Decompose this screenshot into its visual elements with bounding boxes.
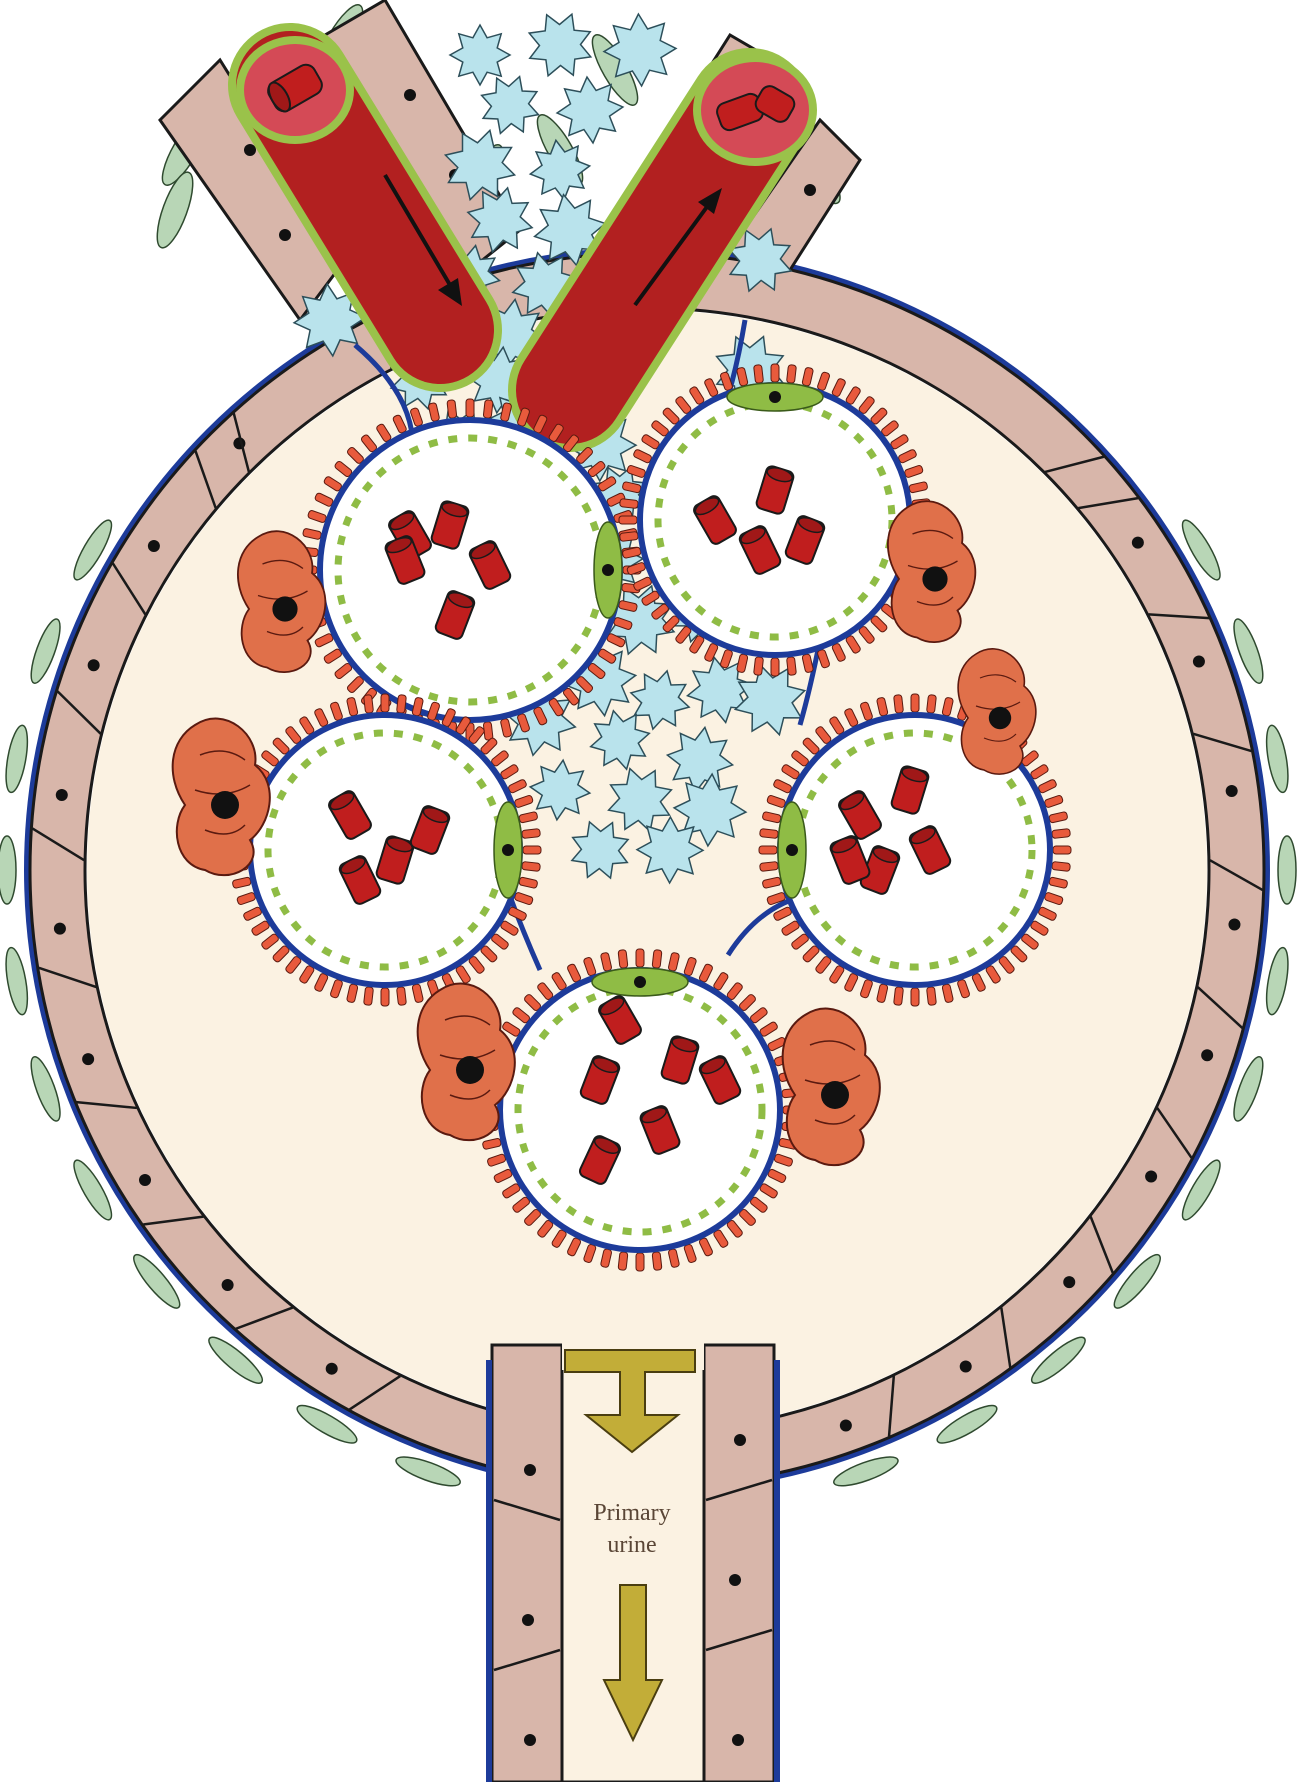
wall-cell-nucleus <box>222 1279 234 1291</box>
parietal-cell <box>1263 946 1293 1016</box>
wall-cell-nucleus <box>1063 1276 1075 1288</box>
endothelial-nucleus <box>786 844 798 856</box>
wall-cell-nucleus <box>960 1361 972 1373</box>
foot-process <box>447 400 457 419</box>
parietal-cell <box>2 724 32 794</box>
wall-cell-nucleus <box>1145 1171 1157 1183</box>
wall-cell-nucleus <box>1226 785 1238 797</box>
foot-process <box>759 846 777 854</box>
primary-urine-label-line1: Primary <box>593 1500 670 1526</box>
foot-process <box>522 861 541 871</box>
foot-process <box>911 988 919 1006</box>
tubule-cell-nucleus <box>524 1464 536 1476</box>
foot-process <box>652 1252 662 1271</box>
foot-process <box>636 1253 644 1271</box>
foot-process <box>483 400 493 419</box>
foot-process <box>619 516 637 524</box>
capillary-wall <box>500 970 780 1250</box>
parietal-cell <box>2 946 32 1016</box>
tubule-cell-nucleus <box>734 1434 746 1446</box>
foot-process <box>396 695 406 714</box>
mesangial-cell <box>637 817 703 883</box>
tubule-cell-nucleus <box>729 1574 741 1586</box>
endothelial-nucleus <box>634 976 646 988</box>
wall-cell-nucleus <box>56 789 68 801</box>
foot-process <box>364 695 374 714</box>
foot-process <box>926 695 936 714</box>
podocyte-nucleus <box>989 707 1011 729</box>
mesangial-cell <box>482 77 539 134</box>
capillary-wall <box>640 385 910 655</box>
foot-process <box>1052 861 1071 871</box>
foot-process <box>381 988 389 1006</box>
podocyte-nucleus <box>211 791 239 819</box>
foot-process <box>754 657 764 676</box>
capillary-loop <box>299 399 641 741</box>
wall-cell-nucleus <box>139 1174 151 1186</box>
foot-process <box>760 861 779 871</box>
tubule-cell-nucleus <box>524 1734 536 1746</box>
tubule-cell-nucleus <box>522 1614 534 1626</box>
foot-process <box>364 987 374 1006</box>
foot-process <box>771 658 779 676</box>
foot-process <box>894 695 904 714</box>
capillary-loop <box>479 949 801 1271</box>
foot-process <box>771 364 779 382</box>
foot-process <box>911 694 919 712</box>
wall-cell-nucleus <box>326 1363 338 1375</box>
foot-process <box>466 399 474 417</box>
foot-process <box>894 987 904 1006</box>
parietal-cell <box>1263 724 1293 794</box>
foot-process <box>620 531 639 541</box>
foot-process <box>1053 846 1071 854</box>
mesangial-cell <box>530 140 589 199</box>
wall-cell-nucleus <box>840 1419 852 1431</box>
podocyte-nucleus <box>821 1081 849 1109</box>
wall-cell-nucleus <box>1201 1049 1213 1061</box>
foot-process <box>381 694 389 712</box>
foot-process <box>926 987 936 1006</box>
primary-urine-label-line2: urine <box>607 1532 656 1558</box>
endothelial-nucleus <box>769 391 781 403</box>
foot-process <box>618 950 628 969</box>
wall-cell-nucleus <box>1132 537 1144 549</box>
foot-process <box>1052 829 1071 839</box>
foot-process <box>760 829 779 839</box>
capillary-loop <box>229 694 541 1006</box>
foot-process <box>754 365 764 384</box>
podocyte-nucleus <box>456 1056 484 1084</box>
foot-process <box>786 365 796 384</box>
podocyte-nucleus <box>922 566 947 591</box>
mesangial-cell <box>450 25 510 85</box>
foot-process <box>396 987 406 1006</box>
wall-cell-nucleus <box>82 1053 94 1065</box>
parietal-cell <box>1278 836 1296 904</box>
wall-cell-nucleus <box>148 540 160 552</box>
endothelial-nucleus <box>602 564 614 576</box>
foot-process <box>652 950 662 969</box>
foot-process <box>618 1252 628 1271</box>
parietal-cell <box>0 836 16 904</box>
wall-cell-nucleus <box>1193 655 1205 667</box>
mesangial-cell <box>529 14 591 76</box>
podocyte-nucleus <box>272 596 297 621</box>
wall-cell-nucleus <box>54 923 66 935</box>
foot-process <box>522 829 541 839</box>
wall-cell-nucleus <box>88 659 100 671</box>
foot-process <box>620 499 639 509</box>
capillary-loop <box>619 364 931 676</box>
foot-process <box>636 949 644 967</box>
tubule-cell-nucleus <box>732 1734 744 1746</box>
capillary-wall <box>320 420 620 720</box>
wall-cell-nucleus <box>1228 919 1240 931</box>
endothelial-nucleus <box>502 844 514 856</box>
foot-process <box>523 846 541 854</box>
foot-process <box>786 657 796 676</box>
